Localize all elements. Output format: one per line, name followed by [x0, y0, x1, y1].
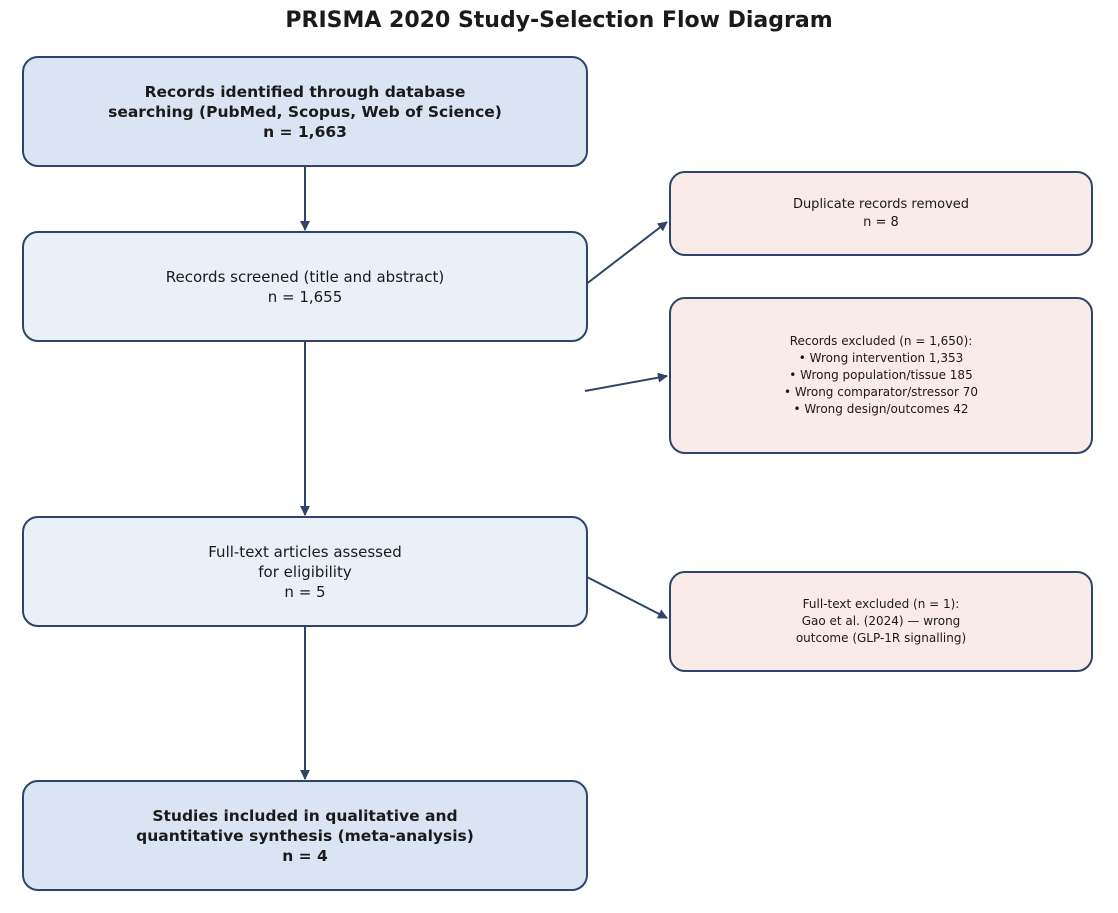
arrow-to-duplicates [584, 221, 668, 286]
fulltext-excluded-line-2: outcome (GLP-1R signalling) [795, 631, 967, 645]
included-line-2: quantitative synthesis (meta-analysis) [136, 826, 474, 845]
fulltext-box: Full-text articles assessed for eligibil… [22, 516, 588, 627]
fulltext-count: n = 5 [284, 582, 326, 601]
identification-box: Records identified through database sear… [22, 56, 588, 167]
fulltext-excluded-box: Full-text excluded (n = 1): Gao et al. (… [669, 571, 1093, 672]
identification-count: n = 1,663 [263, 122, 347, 141]
duplicates-count: n = 8 [863, 214, 899, 230]
screened-label: Records screened (title and abstract) [165, 267, 445, 286]
identification-line-1: Records identified through database [144, 82, 466, 101]
identification-line-2: searching (PubMed, Scopus, Web of Scienc… [108, 102, 502, 121]
screened-box: Records screened (title and abstract) n … [22, 231, 588, 342]
duplicates-box: Duplicate records removed n = 8 [669, 171, 1093, 256]
diagram-title: PRISMA 2020 Study-Selection Flow Diagram [285, 8, 833, 33]
arrow-to-excluded [584, 372, 668, 392]
excluded-box: Records excluded (n = 1,650): • Wrong in… [669, 297, 1093, 454]
duplicates-label: Duplicate records removed [792, 196, 970, 212]
included-line-1: Studies included in qualitative and [152, 806, 458, 825]
excluded-reason: • Wrong population/tissue 185 [789, 368, 973, 382]
excluded-reason: • Wrong design/outcomes 42 [793, 402, 969, 416]
fulltext-line-1: Full-text articles assessed [208, 542, 402, 561]
included-count: n = 4 [282, 846, 328, 865]
fulltext-line-2: for eligibility [258, 562, 352, 581]
excluded-reason: • Wrong comparator/stressor 70 [783, 385, 979, 399]
excluded-reason: • Wrong intervention 1,353 [798, 351, 964, 365]
fulltext-excluded-line-1: Gao et al. (2024) — wrong [801, 614, 961, 628]
included-box: Studies included in qualitative and quan… [22, 780, 588, 891]
excluded-heading: Records excluded (n = 1,650): [789, 334, 973, 348]
fulltext-excluded-heading: Full-text excluded (n = 1): [802, 597, 960, 611]
arrow-to-fulltext-excluded [584, 575, 668, 619]
screened-count: n = 1,655 [267, 287, 343, 306]
